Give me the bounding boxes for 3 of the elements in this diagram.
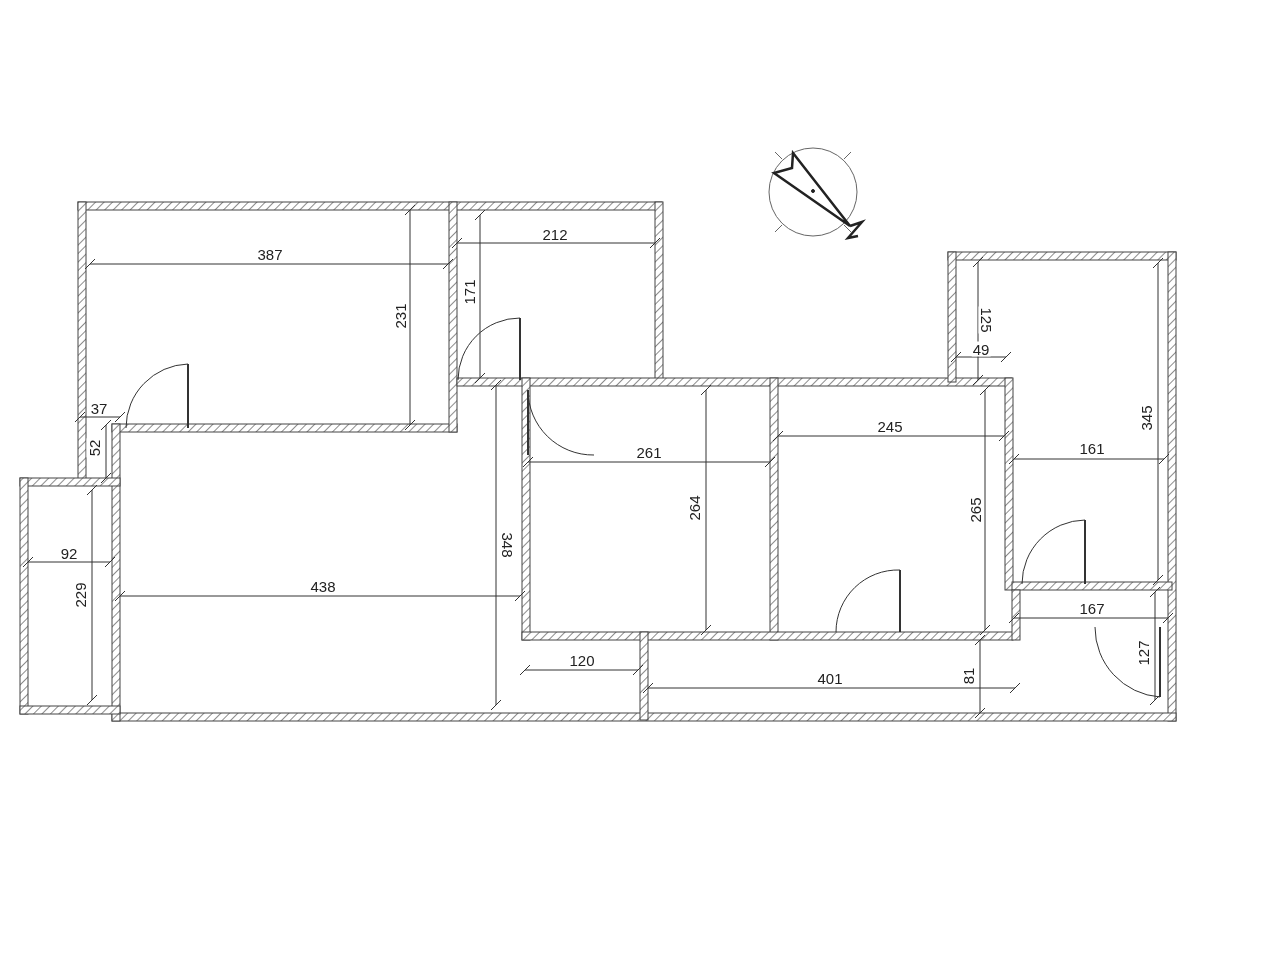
dimension-label: 125 xyxy=(978,306,994,334)
dimension-label: 49 xyxy=(971,341,991,357)
dimension-label: 348 xyxy=(499,531,515,559)
